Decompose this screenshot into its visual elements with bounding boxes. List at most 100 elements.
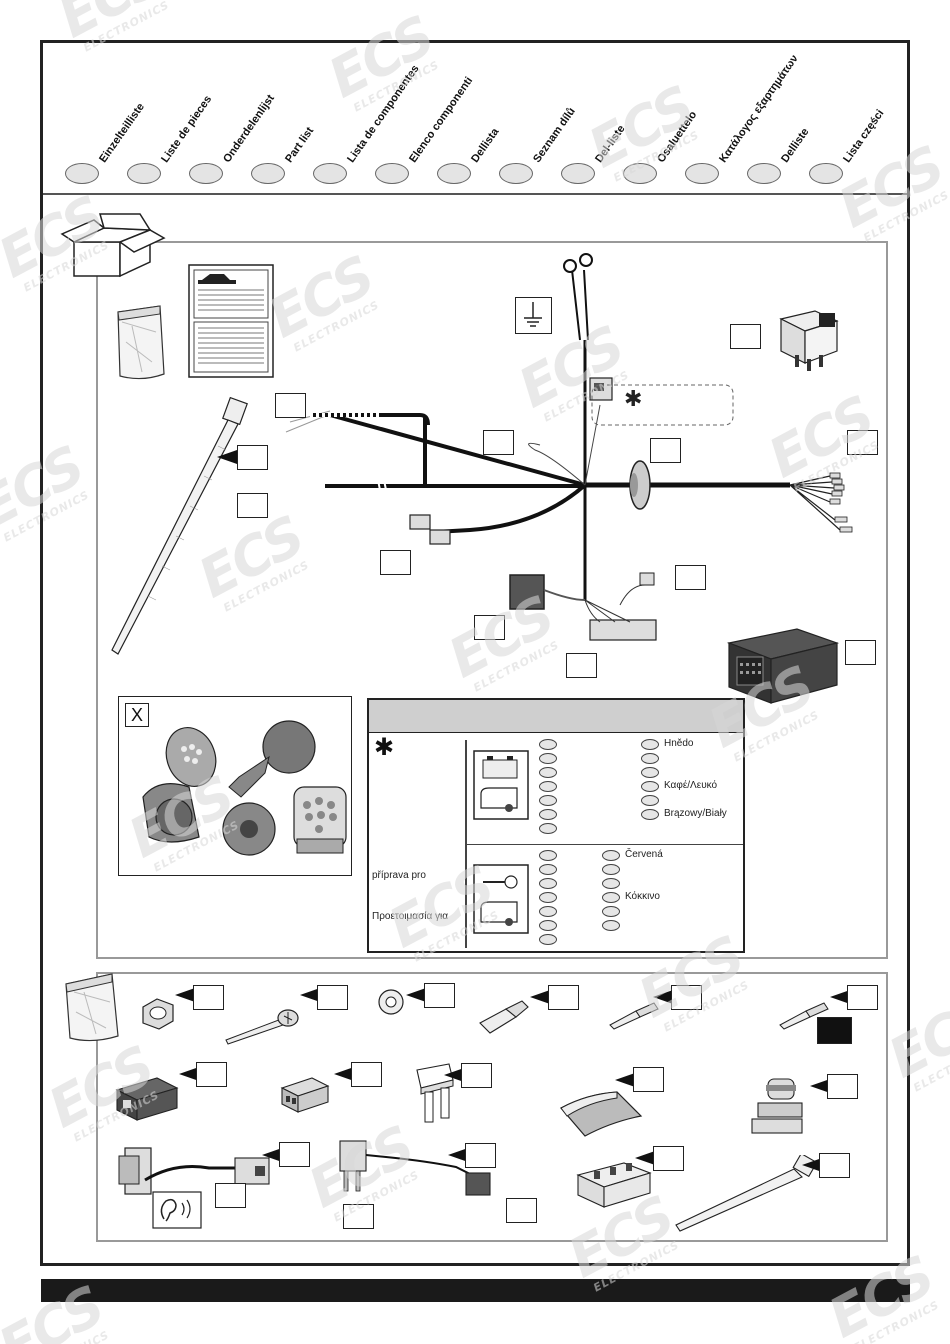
wire-oval bbox=[602, 878, 620, 889]
part-number-box bbox=[237, 445, 268, 470]
wire-oval bbox=[539, 809, 557, 820]
part-number-box bbox=[633, 1067, 664, 1092]
part-number-box bbox=[506, 1198, 537, 1223]
box-icon bbox=[60, 213, 166, 278]
page-frame: Einzelteilliste Liste de pieces Onderdel… bbox=[40, 40, 910, 1266]
wire-color-label: Καφέ/Λευκό bbox=[664, 780, 718, 791]
adhesive-pad-icon bbox=[560, 1091, 643, 1137]
table-header-bar bbox=[369, 700, 743, 733]
pointer-arrow bbox=[615, 1073, 635, 1087]
lang-oval-el[interactable] bbox=[685, 163, 719, 184]
lang-oval-es[interactable] bbox=[313, 163, 347, 184]
washer-icon bbox=[378, 989, 404, 1015]
wire-color-label: Červená bbox=[625, 849, 663, 860]
part-number-box bbox=[671, 985, 702, 1010]
lang-label-cs: Seznam dílů bbox=[531, 105, 578, 165]
wire-oval bbox=[641, 809, 659, 820]
part-number-box bbox=[317, 985, 348, 1010]
screw-icon bbox=[225, 1009, 299, 1045]
part-number-box bbox=[215, 1183, 246, 1208]
lang-oval-no[interactable] bbox=[561, 163, 595, 184]
lang-label-sv: Dellista bbox=[469, 126, 502, 165]
buzzer-icon bbox=[118, 1147, 270, 1195]
part-number-box bbox=[847, 985, 878, 1010]
wire-oval bbox=[641, 795, 659, 806]
part-number-box bbox=[424, 983, 455, 1008]
pointer-arrow bbox=[300, 988, 320, 1002]
wire-oval bbox=[602, 864, 620, 875]
lang-oval-en[interactable] bbox=[251, 163, 285, 184]
part-number-box bbox=[730, 324, 761, 349]
part-number-box bbox=[279, 1142, 310, 1167]
wire-oval bbox=[641, 781, 659, 792]
connector-housing-icon bbox=[115, 1077, 179, 1121]
part-number-box bbox=[845, 640, 876, 665]
wire-color-label: Brązowy/Biały bbox=[664, 808, 727, 819]
prep-label-el: Προετοιμασία για bbox=[372, 911, 449, 922]
battery-caravan-icon bbox=[473, 750, 529, 820]
relay-icon bbox=[779, 310, 839, 371]
part-number-box bbox=[653, 1146, 684, 1171]
part-number-box bbox=[193, 985, 224, 1010]
control-module-icon bbox=[726, 628, 840, 704]
part-number-box bbox=[351, 1062, 382, 1087]
lang-label-no: Del-liste bbox=[593, 123, 628, 165]
small-parts-panel bbox=[96, 972, 888, 1242]
cable-tie-icon bbox=[111, 396, 248, 655]
female-spade-terminal-icon bbox=[479, 1000, 529, 1034]
pointer-arrow bbox=[444, 1068, 464, 1082]
pointer-arrow bbox=[217, 450, 237, 464]
socket-13pin-icon bbox=[142, 720, 347, 856]
wire-color-label: Κόκκινο bbox=[625, 891, 660, 902]
male-pin-terminal-icon bbox=[609, 1002, 659, 1030]
socket-options-panel: X bbox=[118, 696, 352, 876]
wire-oval bbox=[539, 878, 557, 889]
wire-oval bbox=[539, 781, 557, 792]
bag-icon bbox=[117, 305, 165, 380]
nut-icon bbox=[142, 998, 174, 1030]
pointer-arrow bbox=[530, 990, 550, 1004]
lang-oval-cs[interactable] bbox=[499, 163, 533, 184]
pointer-arrow bbox=[802, 1158, 822, 1172]
pointer-arrow bbox=[653, 990, 673, 1004]
lang-oval-nl[interactable] bbox=[189, 163, 223, 184]
kit-contents-panel bbox=[96, 241, 888, 959]
lang-oval-fr[interactable] bbox=[127, 163, 161, 184]
lang-oval-sv[interactable] bbox=[437, 163, 471, 184]
pointer-arrow bbox=[262, 1148, 282, 1162]
pointer-arrow bbox=[635, 1151, 655, 1165]
lang-label-da: Delliste bbox=[779, 126, 812, 165]
wire-oval bbox=[602, 920, 620, 931]
part-number-box bbox=[343, 1204, 374, 1229]
pointer-arrow bbox=[175, 988, 195, 1002]
key-caravan-icon bbox=[473, 864, 529, 934]
lang-oval-fi[interactable] bbox=[623, 163, 657, 184]
lang-oval-it[interactable] bbox=[375, 163, 409, 184]
lang-oval-da[interactable] bbox=[747, 163, 781, 184]
part-number-box bbox=[847, 430, 878, 455]
lang-oval-pl[interactable] bbox=[809, 163, 843, 184]
part-number-box bbox=[566, 653, 597, 678]
pointer-arrow bbox=[448, 1148, 468, 1162]
wire-oval bbox=[539, 920, 557, 931]
pointer-arrow bbox=[179, 1067, 199, 1081]
pointer-arrow bbox=[810, 1079, 830, 1093]
wire-oval bbox=[602, 892, 620, 903]
part-number-box bbox=[483, 430, 514, 455]
table-divider-h bbox=[467, 844, 743, 845]
ground-symbol bbox=[515, 297, 552, 334]
lang-label-fr: Liste de pieces bbox=[159, 93, 215, 165]
small-parts-bag-icon bbox=[65, 973, 119, 1042]
lang-oval-de[interactable] bbox=[65, 163, 99, 184]
socket-x-marker: X bbox=[125, 703, 149, 727]
star-marker-optional: ✱ bbox=[624, 386, 643, 411]
part-number-box bbox=[196, 1062, 227, 1087]
wire-oval bbox=[539, 823, 557, 834]
wire-oval bbox=[602, 850, 620, 861]
prep-label-cs: příprava pro bbox=[372, 870, 426, 881]
instruction-sheet-icon bbox=[188, 264, 274, 378]
pin-terminal-icon bbox=[779, 1002, 829, 1030]
wire-oval bbox=[539, 767, 557, 778]
part-number-box bbox=[275, 393, 306, 418]
lang-label-es: Lista de componentes bbox=[345, 62, 422, 165]
